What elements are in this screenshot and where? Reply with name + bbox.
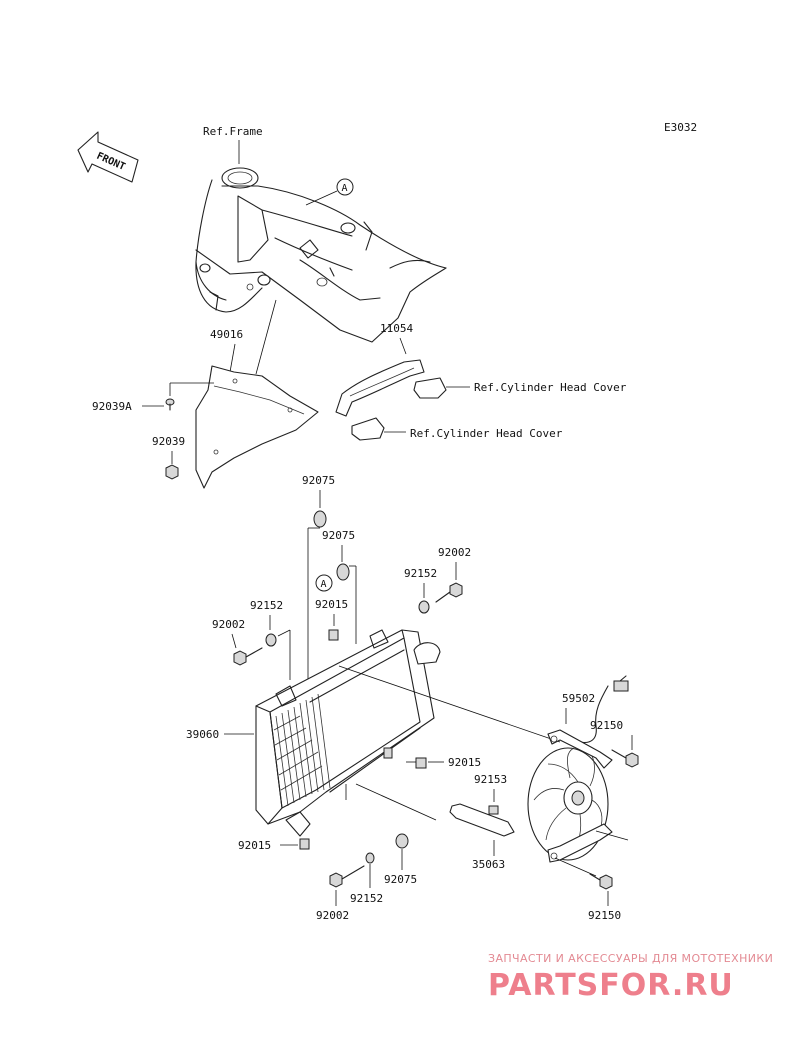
collar-92152-bottom — [365, 852, 375, 864]
label-92075-bottom: 92075 — [384, 873, 417, 886]
ref-cylinder-head-cover-1: Ref.Cylinder Head Cover — [474, 381, 627, 394]
cover-plate-49016 — [195, 365, 319, 489]
label-39060: 39060 — [186, 728, 219, 741]
label-92152-bottom: 92152 — [350, 892, 383, 905]
label-49016: 49016 — [210, 328, 243, 341]
label-92002-left: 92002 — [212, 618, 245, 631]
grommet-92075-mid — [336, 563, 350, 581]
label-92015-right: 92015 — [448, 756, 481, 769]
bracket-11054 — [335, 359, 447, 441]
label-92039: 92039 — [152, 435, 185, 448]
radiator-39060 — [255, 629, 441, 837]
label-92152-left: 92152 — [250, 599, 283, 612]
clip-92015-bottom — [299, 838, 310, 850]
label-59502: 59502 — [562, 692, 595, 705]
label-92150-top: 92150 — [590, 719, 623, 732]
ref-frame-label: Ref.Frame — [203, 125, 263, 138]
callout-a-top: A — [305, 178, 354, 206]
front-arrow-icon: FRONT — [77, 131, 139, 183]
watermark: ЗАПЧАСТИ И АКСЕССУАРЫ ДЛЯ МОТОТЕХНИКИ PA… — [488, 952, 773, 1003]
label-92002-bottom: 92002 — [316, 909, 349, 922]
nut-92039 — [165, 464, 179, 480]
label-92150-bottom: 92150 — [588, 909, 621, 922]
label-92002-right: 92002 — [438, 546, 471, 559]
label-92015-bottom: 92015 — [238, 839, 271, 852]
screw-92153 — [488, 805, 499, 815]
bracket-35063 — [449, 803, 515, 837]
screw-92039A — [165, 398, 175, 411]
bolt-92150-top — [611, 749, 639, 768]
collar-92152-left — [265, 633, 277, 647]
label-35063: 35063 — [472, 858, 505, 871]
bolt-92002-right — [435, 582, 463, 603]
label-92153: 92153 — [474, 773, 507, 786]
watermark-tagline: ЗАПЧАСТИ И АКСЕССУАРЫ ДЛЯ МОТОТЕХНИКИ — [488, 952, 773, 965]
callout-a-mid: A — [315, 574, 333, 592]
label-92075-top: 92075 — [302, 474, 335, 487]
grommet-92075-top — [313, 510, 327, 528]
grommet-92075-bottom — [395, 833, 409, 849]
ref-cylinder-head-cover-2: Ref.Cylinder Head Cover — [410, 427, 563, 440]
clip-92015-right — [415, 757, 427, 769]
frame-drawing — [195, 167, 447, 343]
svg-text:A: A — [342, 183, 348, 194]
collar-92152-right — [418, 600, 430, 614]
bolt-92002-left — [233, 647, 263, 666]
bolt-92150-bottom — [589, 873, 613, 890]
label-92075-mid: 92075 — [322, 529, 355, 542]
watermark-brand: PARTSFOR.RU — [488, 968, 734, 1003]
label-11054: 11054 — [380, 322, 413, 335]
fan-59502 — [527, 675, 629, 863]
bolt-92002-bottom — [329, 865, 365, 888]
clip-92015-top — [328, 629, 339, 641]
svg-text:A: A — [321, 579, 327, 590]
label-92152-right: 92152 — [404, 567, 437, 580]
label-92015-top: 92015 — [315, 598, 348, 611]
diagram-code: E3032 — [664, 121, 697, 134]
label-92039A: 92039A — [92, 400, 132, 413]
